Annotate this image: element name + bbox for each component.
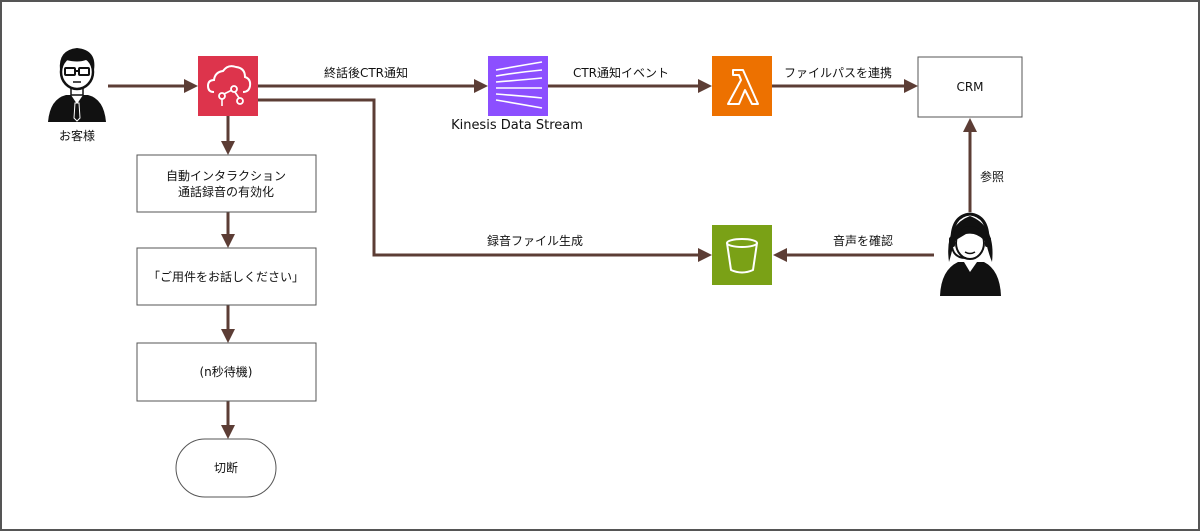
flow-step-2: 「ご用件をお話しください」 [136, 247, 317, 306]
edge-operator-to-crm [963, 118, 977, 212]
flow-step-2-label: 「ご用件をお話しください」 [148, 269, 304, 284]
lambda-icon [712, 56, 772, 116]
flow-step-3: (n秒待機) [136, 342, 317, 402]
crm-label: CRM [956, 80, 983, 94]
edge-operator-to-s3 [773, 248, 934, 262]
edge-connect-to-step1 [221, 116, 235, 155]
label-operator-to-crm: 参照 [980, 169, 1004, 184]
amazon-connect-icon [198, 56, 258, 116]
kinesis-data-streams-icon [488, 56, 548, 116]
edge-connect-to-s3 [258, 98, 712, 262]
edge-step2-to-step3 [221, 305, 235, 343]
flow-step-1-line2: 通話録音の有効化 [178, 184, 274, 199]
edge-lambda-to-crm [772, 79, 918, 93]
customer-label: お客様 [59, 128, 95, 143]
flow-step-3-label: (n秒待機) [200, 364, 253, 379]
s3-bucket-icon [712, 225, 772, 285]
businessman-icon [48, 48, 106, 122]
crm-box: CRM [917, 56, 1023, 118]
flow-step-1-line1: 自動インタラクション [166, 169, 286, 183]
edge-kinesis-to-lambda [548, 79, 712, 93]
edge-connect-to-kinesis [258, 79, 488, 93]
label-operator-to-s3: 音声を確認 [833, 233, 893, 248]
kinesis-label: Kinesis Data Stream [451, 118, 583, 133]
label-connect-to-kinesis: 終話後CTR通知 [324, 65, 408, 80]
edge-customer-to-connect [108, 79, 198, 93]
edge-step1-to-step2 [221, 212, 235, 248]
flow-step-4-terminator: 切断 [175, 438, 277, 498]
edge-step3-to-step4 [221, 401, 235, 439]
label-connect-to-s3: 録音ファイル生成 [487, 233, 583, 248]
label-kinesis-to-lambda: CTR通知イベント [573, 66, 669, 80]
flow-step-1: 自動インタラクション 通話録音の有効化 [136, 154, 317, 213]
label-lambda-to-crm: ファイルパスを連携 [784, 65, 892, 80]
headset-operator-icon [940, 212, 1001, 296]
flow-step-4-label: 切断 [214, 460, 238, 475]
